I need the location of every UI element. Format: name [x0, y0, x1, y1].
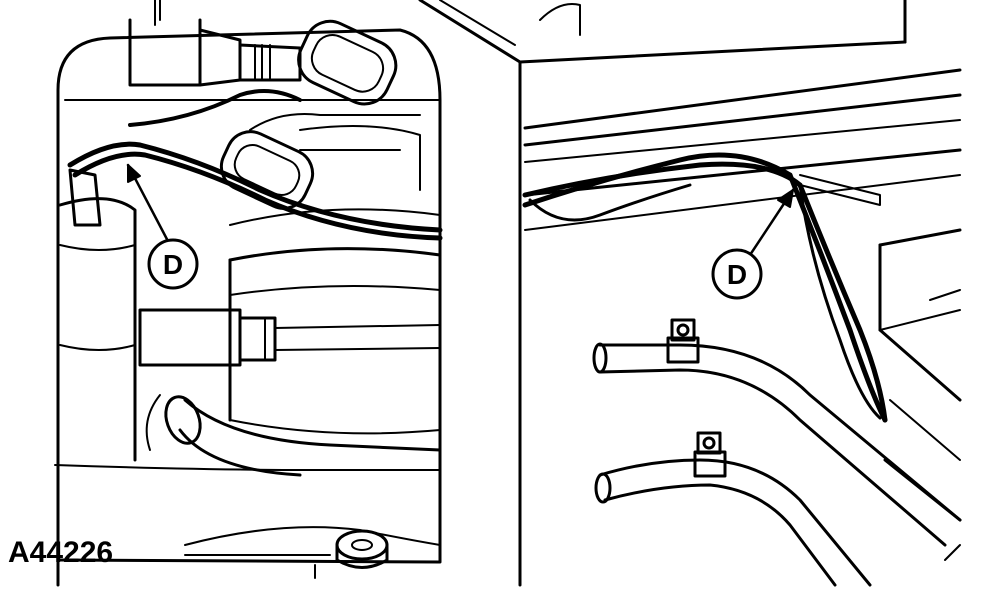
wiring-harness	[67, 89, 888, 423]
ground-stud	[184, 526, 441, 579]
side-structure	[878, 228, 962, 522]
callout-d-left: D	[126, 163, 199, 290]
callout-label-left: D	[163, 249, 183, 280]
bay-hose	[145, 394, 442, 477]
body-panel	[418, 0, 962, 587]
callout-label-right: D	[727, 259, 747, 290]
figure-id: A44226	[8, 536, 113, 569]
component-cylinders	[58, 125, 442, 462]
engine-bay-outline	[54, 28, 442, 587]
callout-d-right: D	[711, 188, 795, 300]
right-hoses	[592, 318, 962, 587]
connector-assembly	[128, 0, 421, 210]
